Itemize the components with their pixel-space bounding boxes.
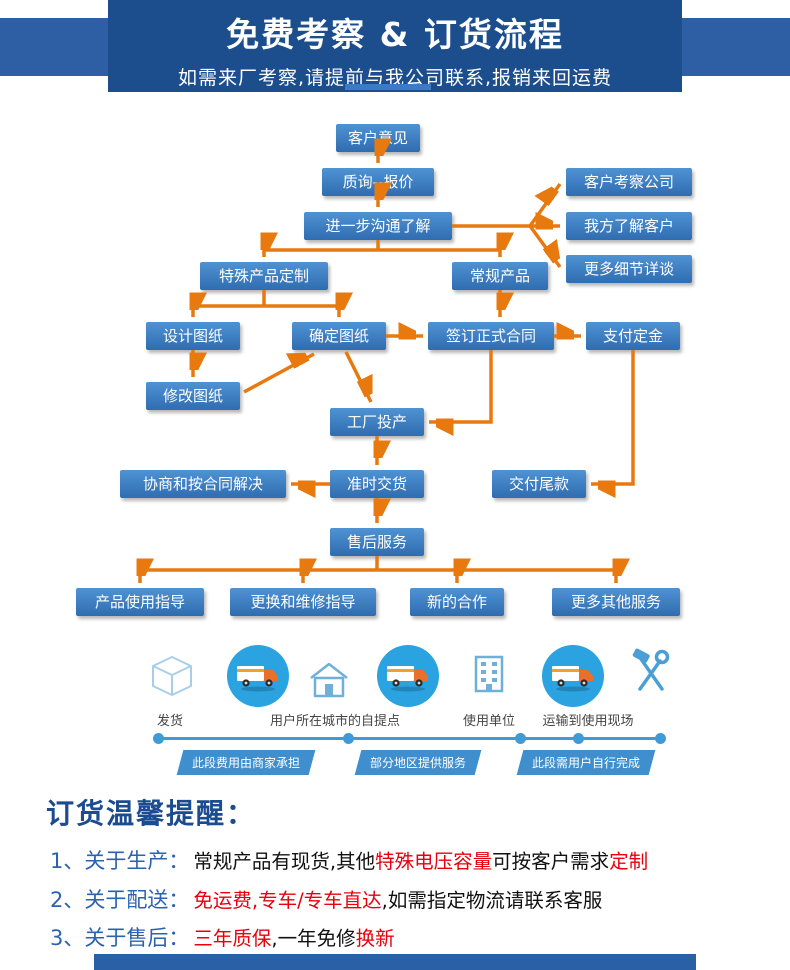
timeline-dot xyxy=(515,733,526,744)
flow-node-customer-feedback: 客户意见 xyxy=(336,124,420,152)
delivery-truck-icon xyxy=(377,645,439,711)
flow-node-factory-production: 工厂投产 xyxy=(330,408,424,436)
reminders-heading: 订货温馨提醒： xyxy=(46,797,257,830)
reminder-text-segment: 常规产品有现货,其他 xyxy=(193,850,376,873)
stop-label-transport-to-site: 运输到使用现场 xyxy=(542,714,634,729)
stop-label-using-unit: 使用单位 xyxy=(462,714,516,729)
flow-node-pay-deposit: 支付定金 xyxy=(586,322,680,350)
footer-bar xyxy=(94,954,696,970)
timeline-dot xyxy=(343,733,354,744)
reminder-prefix: 3、关于售后： xyxy=(50,926,190,950)
flow-node-confirm-drawing: 确定图纸 xyxy=(292,322,386,350)
reminder-text-segment: ,一年免修 xyxy=(271,927,356,950)
flow-node-design-drawing: 设计图纸 xyxy=(146,322,240,350)
flow-node-inquiry-quote: 质询--报价 xyxy=(322,168,434,196)
header-left-ribbon xyxy=(0,18,112,76)
reminder-text-segment: 特殊电压容量 xyxy=(375,850,493,873)
pickup-house-icon xyxy=(307,658,351,706)
reminder-text-segment: ,如需指定物流请联系客服 xyxy=(381,889,603,912)
flow-node-usage-guidance: 产品使用指导 xyxy=(76,588,204,616)
package-icon xyxy=(148,652,196,704)
flow-node-custom-product: 特殊产品定制 xyxy=(200,262,328,290)
flow-node-repair-guidance: 更换和维修指导 xyxy=(230,588,376,616)
reminder-prefix: 1、关于生产： xyxy=(50,849,190,873)
flow-node-further-communication: 进一步沟通了解 xyxy=(304,212,452,240)
flow-node-pay-balance: 交付尾款 xyxy=(492,470,586,498)
timeline-tag-merchant-cost: 此段费用由商家承担 xyxy=(176,750,316,775)
building-icon xyxy=(467,652,511,700)
delivery-truck-icon xyxy=(542,645,604,711)
flow-node-negotiate-resolve: 协商和按合同解决 xyxy=(120,470,286,498)
stop-label-ship: 发货 xyxy=(156,714,184,729)
reminder-text-segment: 可按客户需求 xyxy=(492,850,610,873)
timeline-tag-user-complete: 此段需用户自行完成 xyxy=(516,750,656,775)
flow-node-customer-visit: 客户考察公司 xyxy=(566,168,692,196)
flow-node-more-details: 更多细节详谈 xyxy=(566,255,692,283)
header-banner: 免费考察 & 订货流程 如需来厂考察,请提前与我公司联系,报销来回运费 xyxy=(108,0,682,92)
timeline-dot xyxy=(153,733,164,744)
reminder-prefix: 2、关于配送： xyxy=(50,888,190,912)
reminder-text-segment: 换新 xyxy=(355,927,395,950)
timeline-dot xyxy=(655,733,666,744)
flow-node-aftersales-service: 售后服务 xyxy=(330,528,424,556)
timeline-dot xyxy=(573,733,584,744)
reminder-text-segment: 免运费,专车/专车直达 xyxy=(193,889,382,912)
delivery-truck-icon xyxy=(227,645,289,711)
flow-node-sign-contract: 签订正式合同 xyxy=(428,322,554,350)
timeline-line xyxy=(158,737,662,740)
tools-icon xyxy=(626,648,674,700)
page-subtitle: 如需来厂考察,请提前与我公司联系,报销来回运费 xyxy=(177,67,613,89)
flow-node-ontime-delivery: 准时交货 xyxy=(330,470,424,498)
reminder-item-aftersales: 3、关于售后：三年质保,一年免修换新 xyxy=(50,922,395,952)
stop-label-pickup-point: 用户所在城市的自提点 xyxy=(269,714,401,729)
reminder-text-segment: 三年质保 xyxy=(193,927,272,950)
flow-node-more-services: 更多其他服务 xyxy=(552,588,680,616)
reminder-item-shipping: 2、关于配送：免运费,专车/专车直达,如需指定物流请联系客服 xyxy=(50,884,602,914)
flow-node-know-customer: 我方了解客户 xyxy=(566,212,692,240)
timeline-tag-partial-service: 部分地区提供服务 xyxy=(354,750,482,775)
reminder-text-segment: 定制 xyxy=(609,850,649,873)
flow-node-modify-drawing: 修改图纸 xyxy=(146,382,240,410)
page-title: 免费考察 & 订货流程 xyxy=(226,15,564,54)
reminder-item-production: 1、关于生产：常规产品有现货,其他特殊电压容量可按客户需求定制 xyxy=(50,845,648,875)
flow-node-regular-product: 常规产品 xyxy=(452,262,548,290)
flow-node-new-cooperation: 新的合作 xyxy=(410,588,504,616)
header-right-ribbon xyxy=(678,18,790,76)
subtitle-underline xyxy=(345,84,431,90)
